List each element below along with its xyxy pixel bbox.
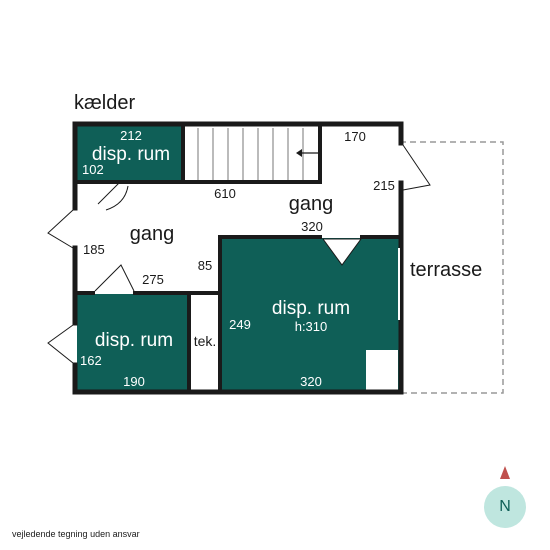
dim-162: 162 bbox=[80, 353, 102, 368]
dim-320-corridor: 320 bbox=[301, 219, 323, 234]
door-west-bottom-room bbox=[47, 324, 74, 364]
walls bbox=[72, 121, 404, 395]
door-main-room bbox=[322, 238, 362, 266]
label-corridor-left: gang bbox=[130, 223, 175, 245]
door-top-left-room bbox=[97, 181, 129, 211]
north-arrow-icon bbox=[500, 466, 510, 479]
dim-249: 249 bbox=[229, 317, 251, 332]
room-bottom-left bbox=[77, 294, 188, 391]
dim-320-main: 320 bbox=[300, 374, 322, 389]
dim-170: 170 bbox=[344, 129, 366, 144]
stair-arrow bbox=[296, 149, 320, 157]
staircase bbox=[197, 128, 304, 181]
terrace-outline bbox=[400, 141, 504, 394]
dim-top-left-depth: 102 bbox=[82, 162, 104, 177]
compass-badge: N bbox=[484, 486, 526, 528]
dim-275: 275 bbox=[142, 272, 164, 287]
label-technical-room: tek. bbox=[194, 333, 217, 349]
dim-610: 610 bbox=[214, 186, 236, 201]
main-room-height: h:310 bbox=[295, 319, 328, 334]
door-east-terrace bbox=[402, 144, 431, 191]
dim-215: 215 bbox=[373, 178, 395, 193]
floor-title: kælder bbox=[74, 92, 136, 114]
dim-top-left-width: 212 bbox=[120, 128, 142, 143]
room-main-notch bbox=[366, 350, 398, 391]
room-top-left bbox=[77, 126, 181, 181]
dim-185: 185 bbox=[83, 242, 105, 257]
label-main-room: disp. rum bbox=[272, 298, 350, 319]
dim-85: 85 bbox=[198, 258, 212, 273]
door-bottom-left-room bbox=[94, 264, 135, 292]
label-corridor-right: gang bbox=[289, 193, 334, 215]
dim-190: 190 bbox=[123, 374, 145, 389]
label-top-left-room: disp. rum bbox=[92, 144, 170, 165]
label-terrace: terrasse bbox=[410, 259, 482, 281]
label-bottom-left-room: disp. rum bbox=[95, 330, 173, 351]
disclaimer-text: vejledende tegning uden ansvar bbox=[12, 529, 140, 539]
door-west-corridor bbox=[47, 209, 74, 249]
compass-label: N bbox=[499, 498, 511, 515]
